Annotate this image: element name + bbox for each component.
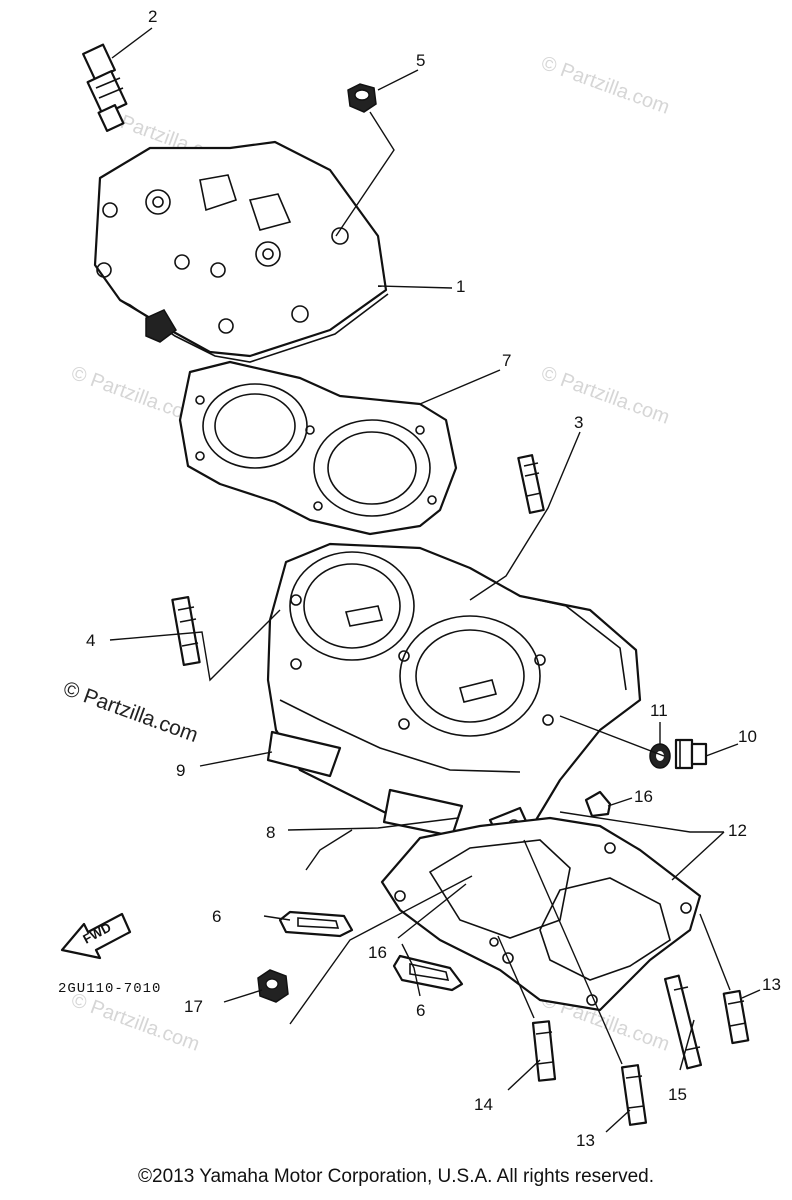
cylinder-block <box>266 542 642 842</box>
part-number-labels: 2 5 1 7 3 4 9 8 11 10 16 12 6 16 17 6 13… <box>86 7 781 1150</box>
diagram-code: 2GU110-7010 <box>58 981 161 997</box>
cylinder-head <box>93 140 389 363</box>
nut <box>257 969 289 1003</box>
part-number: 15 <box>668 1085 687 1104</box>
dowel-pin <box>584 790 612 818</box>
exhaust-gasket <box>278 910 354 938</box>
part-number: 13 <box>576 1131 595 1150</box>
stud-bolt <box>722 989 750 1045</box>
leader-lines <box>109 27 761 1133</box>
washer <box>649 743 671 769</box>
base-gasket <box>380 816 702 1012</box>
part-number: 4 <box>86 631 95 650</box>
forward-direction-arrow: FWD <box>60 912 132 960</box>
watermark-text: © Partzilla.com <box>538 362 672 429</box>
part-number: 6 <box>212 907 221 926</box>
stud-bolt <box>517 454 545 514</box>
watermark-text: © Partzilla.com <box>60 677 201 747</box>
spark-plug <box>82 43 128 132</box>
part-number: 6 <box>416 1001 425 1020</box>
part-number: 5 <box>416 51 425 70</box>
stud-bolt <box>531 1020 557 1082</box>
part-number: 13 <box>762 975 781 994</box>
part-number: 10 <box>738 727 757 746</box>
part-number: 2 <box>148 7 157 26</box>
stud-bolt <box>171 596 201 666</box>
stud-bolt <box>620 1064 648 1126</box>
watermark-text: © Partzilla.com <box>538 52 672 119</box>
part-number: 9 <box>176 761 185 780</box>
stud-bolt <box>663 974 703 1070</box>
head-gasket <box>178 360 458 536</box>
part-number: 16 <box>368 943 387 962</box>
part-number: 11 <box>650 701 668 720</box>
part-number: 7 <box>502 351 511 370</box>
nut <box>347 83 377 113</box>
part-number: 12 <box>728 821 747 840</box>
bolt <box>674 738 708 770</box>
part-number: 16 <box>634 787 653 806</box>
watermark-text: © Partzilla.com <box>68 989 202 1056</box>
exhaust-gasket <box>392 954 464 992</box>
part-number: 3 <box>574 413 583 432</box>
part-number: 17 <box>184 997 203 1016</box>
part-number: 1 <box>456 277 465 296</box>
part-number: 14 <box>474 1095 493 1114</box>
part-number: 8 <box>266 823 275 842</box>
copyright-notice: ©2013 Yamaha Motor Corporation, U.S.A. A… <box>138 1166 654 1187</box>
